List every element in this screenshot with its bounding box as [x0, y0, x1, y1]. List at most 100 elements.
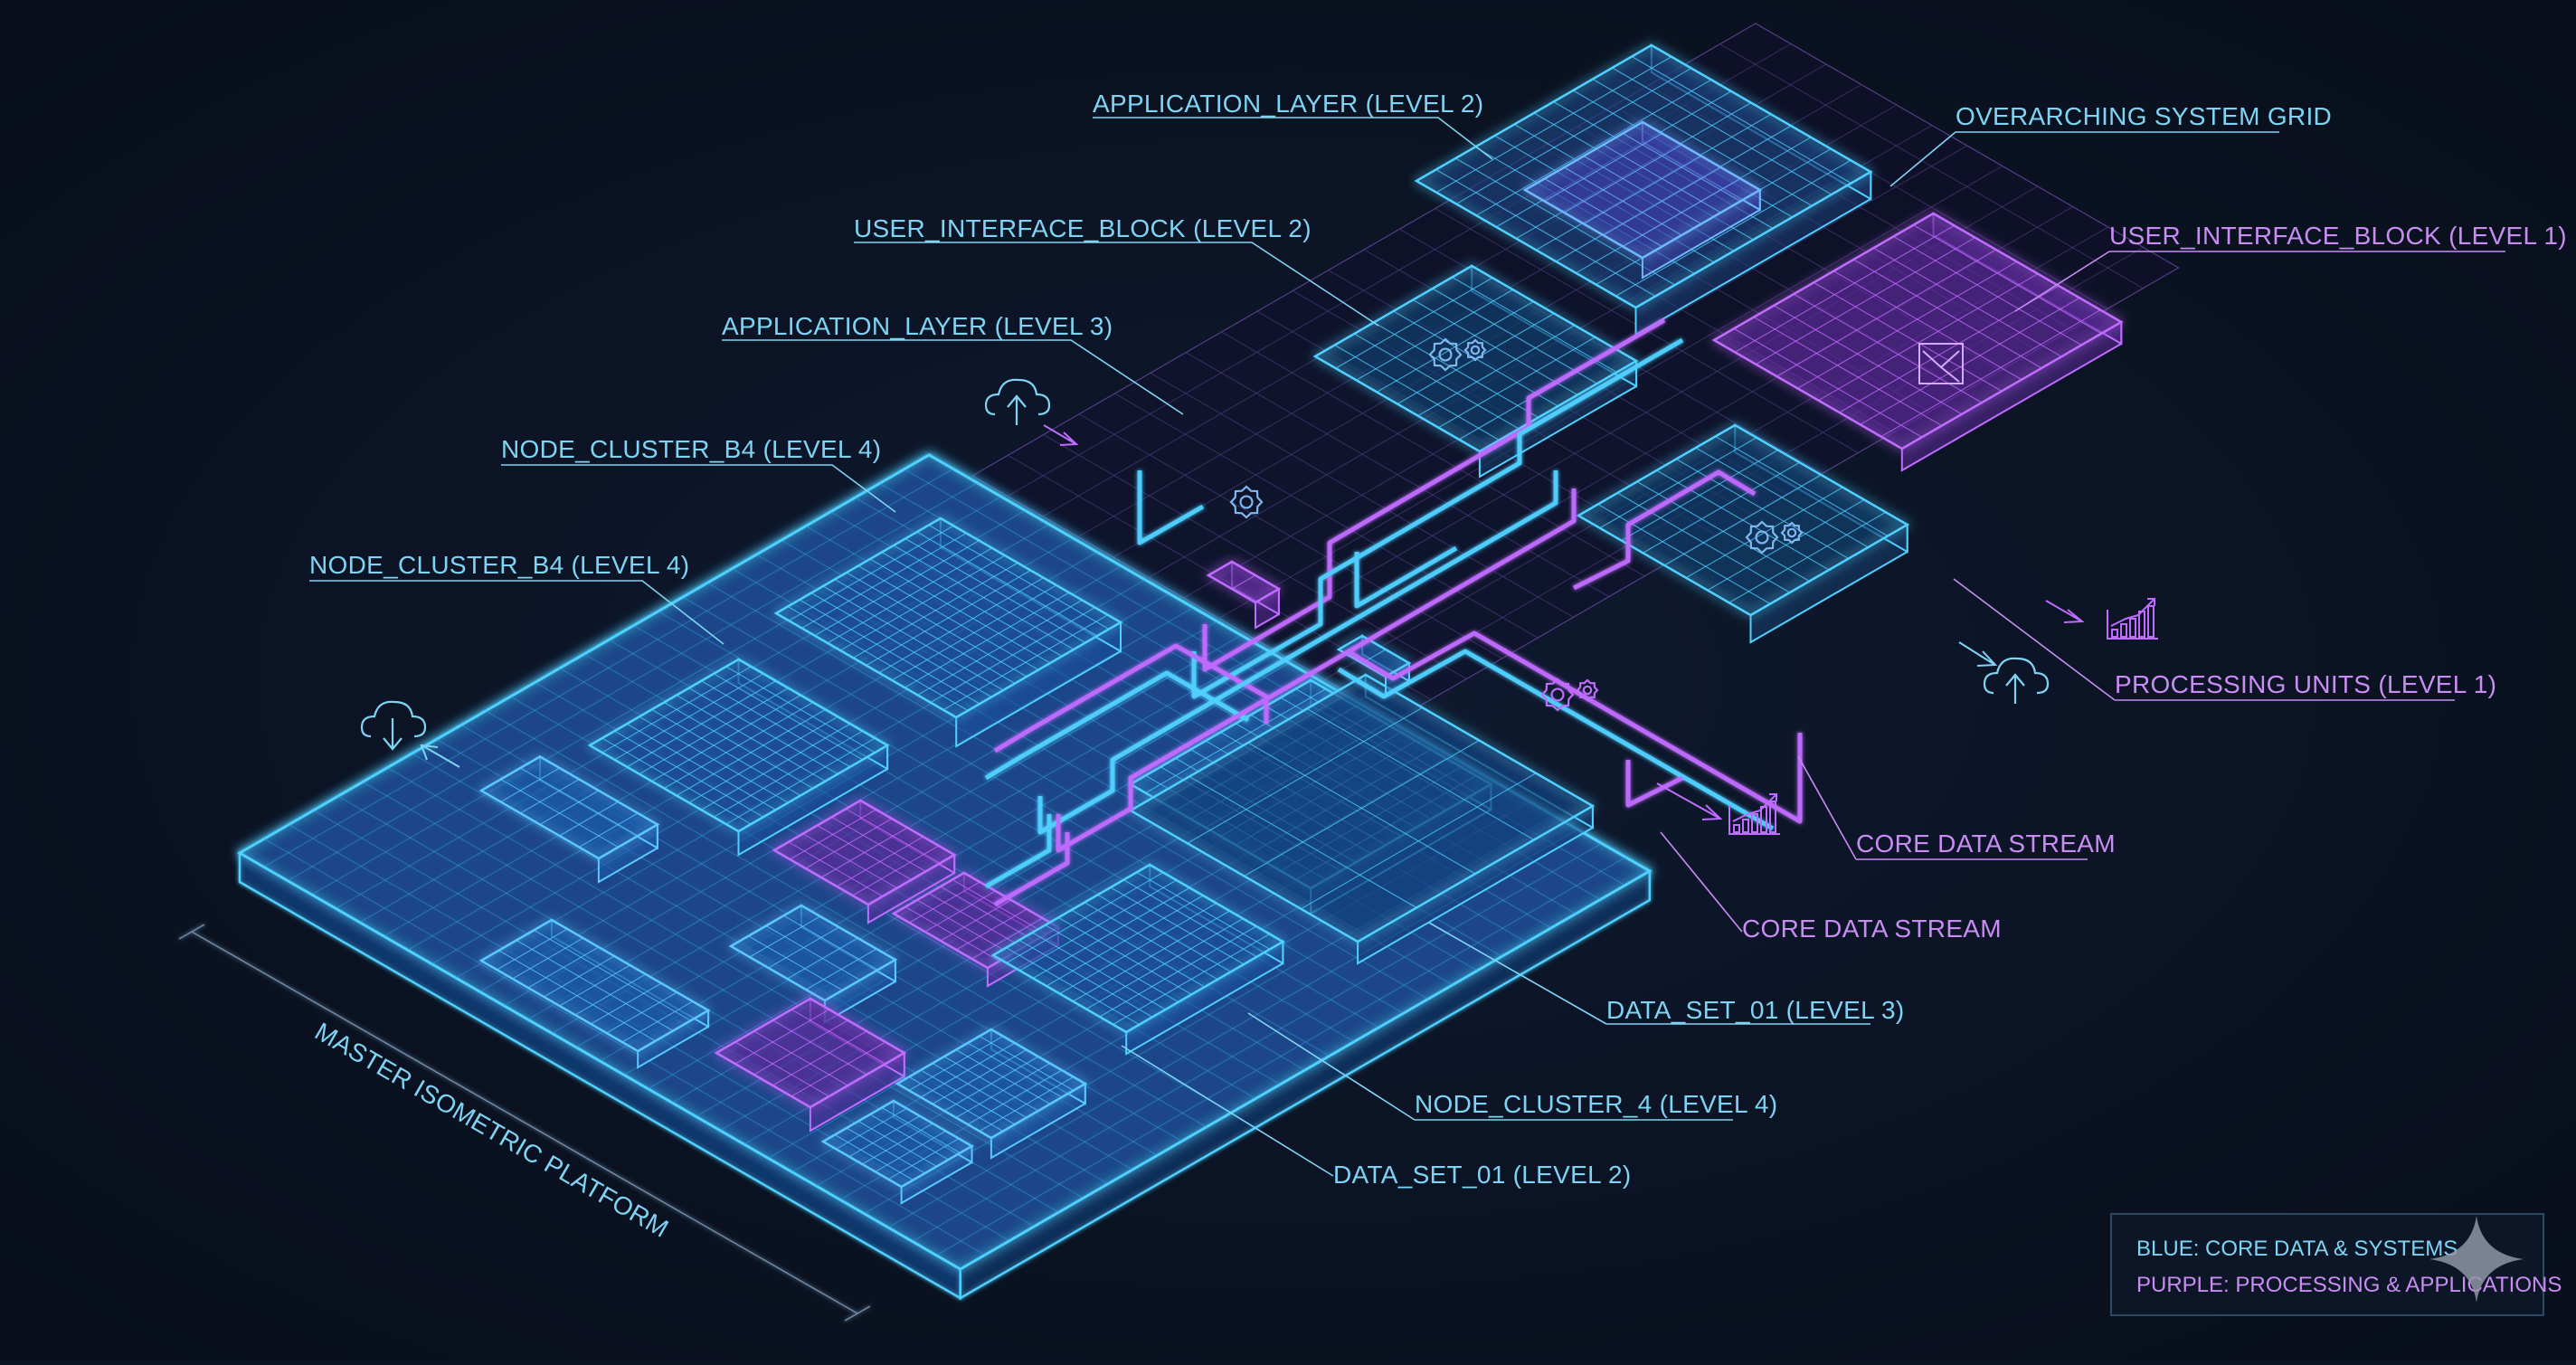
- node-cluster-4-block: [990, 863, 1285, 1056]
- gear-icon: [1229, 485, 1264, 519]
- platform-dimension-line: [191, 931, 858, 1314]
- legend: BLUE: CORE DATA & SYSTEMS PURPLE: PROCES…: [2110, 1213, 2562, 1316]
- purple-block-c: [714, 997, 907, 1133]
- leader-lines: [309, 117, 2505, 1177]
- data-block-stack-b-grid: [748, 915, 878, 991]
- data-stream-pipe: [1337, 649, 1775, 831]
- arrow-icon: [420, 744, 460, 768]
- data-stream-pipe: [984, 814, 1052, 889]
- data-stream-pipe: [1056, 488, 1577, 853]
- cloud-upload-icon: [984, 378, 1051, 425]
- legend-purple-text: PURPLE: PROCESSING & APPLICATIONS: [2136, 1273, 2562, 1297]
- label-processing-units-l1: PROCESSING UNITS (LEVEL 1): [2115, 670, 2496, 698]
- gear-icon: [1745, 520, 1779, 555]
- data-set-01-l2-block: [820, 1099, 974, 1205]
- data-stream-pipe: [1137, 470, 1205, 545]
- data-stream-pipes: [984, 318, 1803, 907]
- leader-line: [2014, 251, 2505, 312]
- icon-group: [360, 337, 2158, 835]
- leader-line: [1953, 578, 2455, 701]
- leader-line: [1247, 1012, 1733, 1121]
- gear-icon: [1540, 678, 1575, 712]
- data-stream-pipe: [984, 670, 1250, 781]
- data-block-stack-c-grid: [497, 928, 694, 1043]
- label-core-data-stream-a: CORE DATA STREAM: [1856, 829, 2116, 858]
- gear-icon: [1463, 338, 1487, 362]
- label-data-set-01-l2: DATA_SET_01 (LEVEL 2): [1333, 1161, 1631, 1189]
- node-cluster-4-block-grid: [1006, 871, 1271, 1026]
- label-node-cluster-b4-a: NODE_CLUSTER_B4 (LEVEL 4): [501, 435, 881, 463]
- arrow-icon: [2045, 600, 2085, 623]
- user-interface-block-l2-grid: [1334, 277, 1617, 441]
- pipe-junction-purple-a: [1206, 560, 1282, 630]
- bar-chart-icon: [1728, 793, 1780, 835]
- leader-line: [1797, 755, 2088, 860]
- node-cluster-b4-block-a: [773, 517, 1123, 748]
- leader-line: [854, 242, 1379, 327]
- data-stream-pipe: [993, 832, 1070, 907]
- data-block-stack-a-grid: [500, 767, 639, 848]
- leader-line: [722, 339, 1184, 415]
- label-core-data-stream-b: CORE DATA STREAM: [1742, 915, 2002, 943]
- purple-block-c-grid: [734, 1009, 886, 1097]
- data-set-01-l3-base: [1128, 673, 1596, 965]
- data-stream-pipe: [1346, 630, 1803, 824]
- data-stream-pipe: [1191, 337, 1684, 699]
- gear-icon: [1780, 521, 1804, 545]
- data-set-01-l3-base-grid: [1187, 706, 1537, 910]
- label-application-layer-l3: APPLICATION_LAYER (LEVEL 3): [722, 312, 1113, 340]
- overarching-inner-block-grid: [1544, 133, 1741, 247]
- image-icon: [1918, 343, 1964, 384]
- data-stream-pipe: [1202, 318, 1666, 672]
- label-data-set-01-l3: DATA_SET_01 (LEVEL 3): [1606, 996, 1904, 1024]
- leader-line: [1889, 131, 2279, 187]
- label-overarching-system-grid: OVERARCHING SYSTEM GRID: [1956, 102, 2332, 130]
- purple-block-c-top-face: [714, 997, 907, 1109]
- arrow-icon: [1656, 782, 1723, 820]
- user-interface-block-l1-top-face: [1711, 212, 2124, 450]
- node-cluster-b4-block-b: [587, 658, 890, 857]
- processing-units-block: [1576, 423, 1910, 644]
- cloud-download-icon: [360, 700, 427, 751]
- data-block-stack-b: [728, 904, 898, 1024]
- arrow-icon: [1958, 641, 1998, 667]
- data-set-01-l2-block-grid: [834, 1107, 961, 1180]
- purple-block-a-grid: [788, 808, 941, 897]
- leader-line: [309, 580, 724, 645]
- processing-units-block-grid: [1597, 436, 1889, 604]
- leader-line: [1428, 922, 1870, 1025]
- sparkle-icon: [2429, 1216, 2524, 1303]
- label-node-cluster-4-l4: NODE_CLUSTER_4 (LEVEL 4): [1415, 1090, 1777, 1118]
- node-cluster-b4-block-b-grid: [601, 666, 876, 825]
- overarching-inner-block: [1522, 120, 1763, 280]
- purple-block-b-grid: [904, 879, 1047, 962]
- data-stream-pipe: [1037, 470, 1558, 835]
- data-block-stack-a: [478, 754, 660, 884]
- cluster-block-d-grid: [908, 1036, 1075, 1132]
- arrow-icon: [1043, 424, 1079, 446]
- node-cluster-b4-block-a-grid: [787, 525, 1110, 711]
- data-stream-pipe: [1572, 469, 1757, 591]
- bar-chart-icon: [2107, 598, 2158, 640]
- leader-line: [1660, 831, 1743, 933]
- label-application-layer-l2: APPLICATION_LAYER (LEVEL 2): [1093, 90, 1483, 118]
- data-stream-pipe: [993, 643, 1269, 754]
- block-group: [478, 43, 2124, 1205]
- leader-line: [1093, 117, 1493, 160]
- user-interface-block-l1-grid: [1733, 224, 2102, 438]
- purple-block-a: [772, 799, 957, 924]
- leader-line: [1121, 1045, 1334, 1177]
- user-interface-block-l1: [1711, 212, 2124, 472]
- data-block-stack-c: [478, 918, 711, 1069]
- data-stream-pipe: [1354, 545, 1458, 609]
- cluster-block-d: [895, 1028, 1088, 1160]
- cloud-upload-icon: [1983, 657, 2050, 704]
- label-user-interface-block-l2: USER_INTERFACE_BLOCK (LEVEL 2): [854, 214, 1312, 242]
- label-node-cluster-b4-b: NODE_CLUSTER_B4 (LEVEL 4): [309, 551, 689, 579]
- gear-icon: [1428, 337, 1463, 372]
- leader-line: [501, 464, 896, 513]
- label-user-interface-block-l1: USER_INTERFACE_BLOCK (LEVEL 1): [2109, 222, 2567, 250]
- legend-blue-text: BLUE: CORE DATA & SYSTEMS: [2136, 1237, 2458, 1261]
- pipe-junction-purple-a-grid: [1231, 574, 1256, 590]
